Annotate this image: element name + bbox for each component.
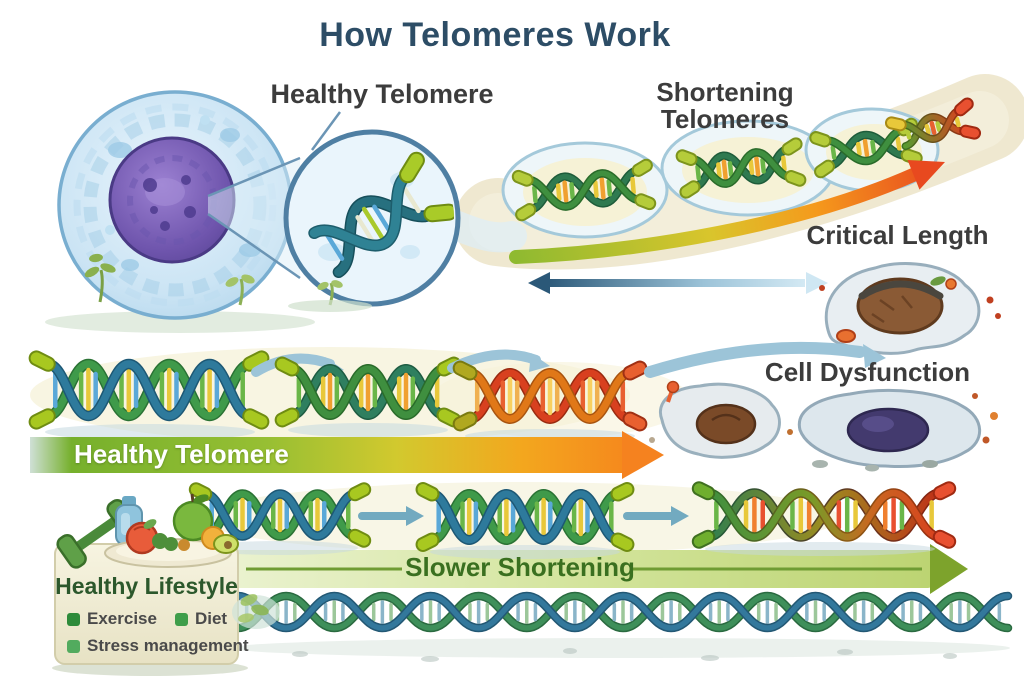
legend-item-exercise: Exercise [67,609,157,629]
food-plate-icon [104,493,239,568]
shortening-cells [501,97,982,239]
slower-shortening-banner-arrow [235,544,968,594]
lifestyle-legend: Exercise Diet Stress management [67,609,249,656]
arrow-mid-3 [644,341,886,378]
magnifier-callout [207,111,461,307]
exercise-swatch-icon [67,612,80,626]
healthy-telomere-banner-arrow [30,431,664,479]
plant-decorations [84,253,372,312]
shortening-telomeres-label: Shortening Telomeres [656,77,794,135]
dna-helix-shortening-1 [511,158,657,222]
healthy-lifestyle-title: Healthy Lifestyle [55,573,238,599]
dna-helix-healthy-long [28,350,270,430]
legend-label: Stress management [87,636,249,655]
healthy-telomere-banner-label: Healthy Telomere [74,439,289,469]
stress-swatch-icon [67,639,80,653]
dna-helix-shorter-green [274,356,462,428]
page-title: How Telomeres Work [319,16,671,54]
arrow-bottom-1 [358,506,424,526]
middle-row [28,341,886,443]
shortening-gradient-arrow [509,160,945,264]
diet-swatch-icon [174,612,188,626]
healthy-lifestyle-panel: Healthy Lifestyle Exercise Diet Stress m… [55,573,249,663]
slower-shortening-label: Slower Shortening [405,552,635,582]
dna-helix-critical-red [452,360,648,432]
cell-dysfunction-label: Cell Dysfunction [764,357,971,387]
dna-helix-bottom-green-red [691,481,957,549]
dna-helix-bottom-1 [188,482,372,548]
healthy-lifestyle-art [56,493,239,569]
legend-label: Exercise [87,609,157,628]
long-dna-chain [230,591,1013,662]
lifestyle-box [52,543,280,676]
damaged-cell-small [649,380,793,459]
legend-label: Diet [194,609,228,628]
bottom-row [188,481,957,559]
arrow-bottom-2 [623,506,689,526]
length-double-arrow [528,272,828,294]
dna-helix-magnified [308,151,454,279]
healthy-telomere-label: Healthy Telomere [270,79,494,109]
dna-helix-shortening-2 [675,137,807,199]
legend-item-diet: Diet [174,609,228,629]
critical-length-label: Critical Length [806,220,989,250]
damaged-cell-critical [819,262,1001,363]
legend-item-stress: Stress management [67,636,249,656]
cell-nucleus [108,136,236,264]
damaged-cell-large [797,388,998,472]
dna-helix-critical-fragment [884,97,982,151]
dna-helix-bottom-2 [415,482,635,552]
